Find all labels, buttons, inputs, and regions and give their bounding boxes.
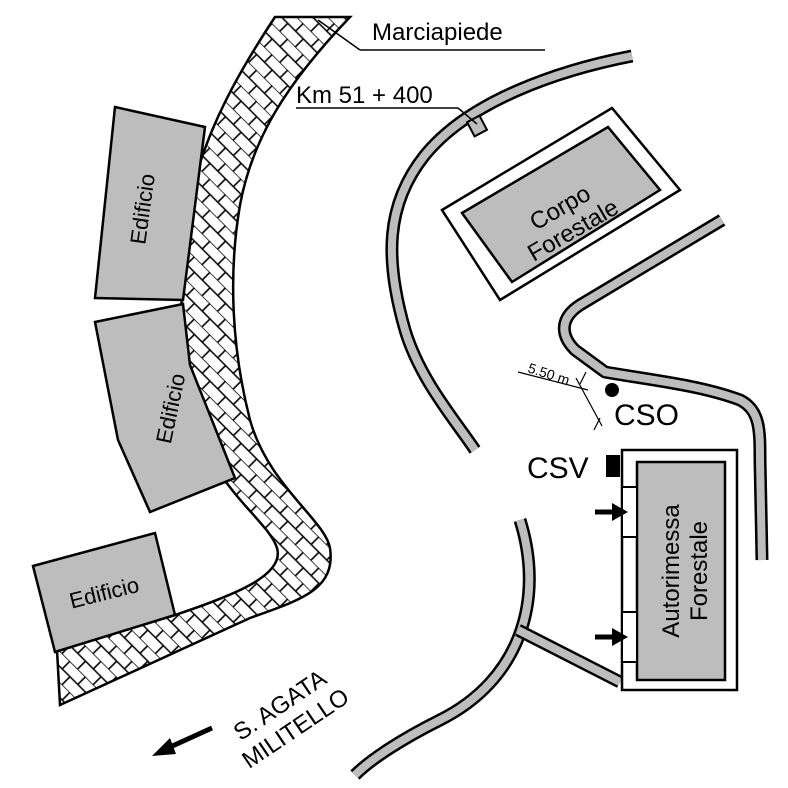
arrow-right-icon bbox=[595, 503, 628, 521]
autorimessa-label-2: Forestale bbox=[686, 521, 713, 621]
corpo-forestale-building bbox=[460, 125, 662, 284]
distance-label: 5.50 m bbox=[526, 360, 572, 388]
arrow-down-left-icon bbox=[152, 725, 214, 756]
building-3 bbox=[31, 531, 177, 654]
autorimessa-building bbox=[635, 460, 727, 682]
autorimessa-label-1: Autorimessa bbox=[658, 504, 685, 638]
square-icon bbox=[606, 455, 620, 477]
building-2 bbox=[93, 302, 237, 514]
road-edge-southwest bbox=[350, 518, 536, 780]
arrow-right-icon bbox=[595, 628, 628, 646]
km-label: Km 51 + 400 bbox=[296, 82, 433, 109]
csv-label: CSV bbox=[527, 452, 589, 485]
km-marker-post bbox=[465, 114, 489, 138]
dot-icon bbox=[605, 383, 619, 397]
cso-label: CSO bbox=[614, 399, 679, 432]
distance-dimension bbox=[517, 371, 603, 431]
km-leader bbox=[296, 107, 478, 125]
building-1 bbox=[93, 105, 207, 302]
sidewalk-label: Marciapiede bbox=[372, 19, 503, 46]
sidewalk-leader bbox=[317, 19, 545, 51]
